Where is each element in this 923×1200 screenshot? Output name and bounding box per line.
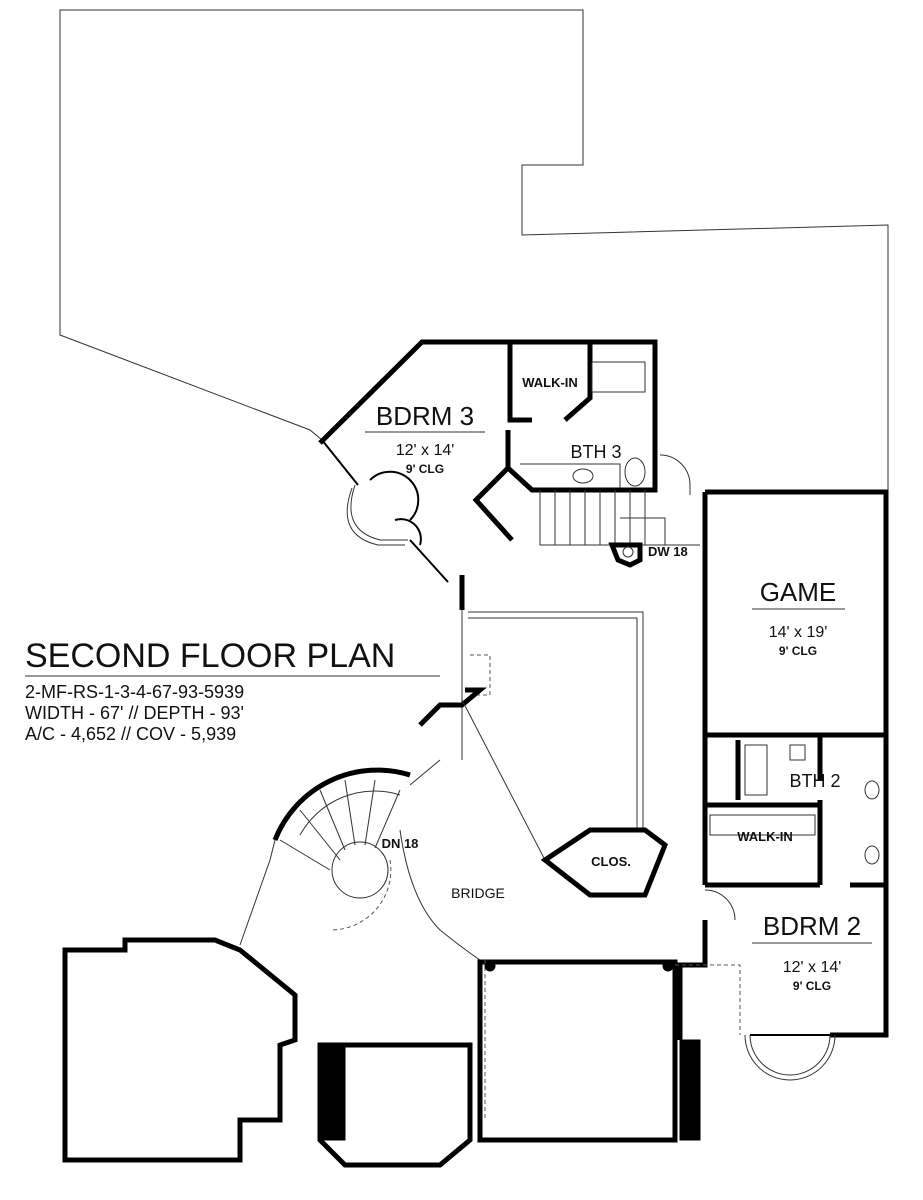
bdrm2-size: 12' x 14': [783, 959, 842, 976]
bdrm3-walls: [318, 339, 658, 610]
game-size: 14' x 19': [769, 624, 828, 641]
game-name: GAME: [760, 577, 837, 607]
curved-stair: [272, 767, 481, 961]
walkin3-name: WALK-IN: [522, 375, 578, 390]
bdrm2-name: BDRM 2: [763, 911, 861, 941]
roof-outline: [59, 9, 889, 492]
bth2-name: BTH 2: [789, 771, 840, 791]
plan-areas: A/C - 4,652 // COV - 5,939: [25, 724, 236, 744]
plan-title: SECOND FLOOR PLAN: [25, 637, 395, 675]
bdrm3-name: BDRM 3: [376, 401, 474, 431]
stair-label: DN 18: [382, 836, 419, 851]
bdrm3-size: 12' x 14': [396, 442, 455, 459]
game-ceiling: 9' CLG: [779, 644, 817, 658]
south-rooms: [62, 839, 741, 1168]
game-wing: [677, 489, 889, 1081]
bdrm2-ceiling: 9' CLG: [793, 979, 831, 993]
stair-bdrm3: [539, 454, 700, 568]
bridge-area: [409, 610, 669, 898]
plan-dimensions: WIDTH - 67' // DEPTH - 93': [25, 703, 244, 723]
bdrm3-ceiling: 9' CLG: [406, 462, 444, 476]
plan-code: 2-MF-RS-1-3-4-67-93-5939: [25, 682, 244, 702]
bridge-name: BRIDGE: [451, 885, 505, 901]
dw-label: DW 18: [648, 544, 688, 559]
clos-name: CLOS.: [591, 854, 631, 869]
walkin2-name: WALK-IN: [737, 829, 793, 844]
bth3-name: BTH 3: [570, 442, 621, 462]
